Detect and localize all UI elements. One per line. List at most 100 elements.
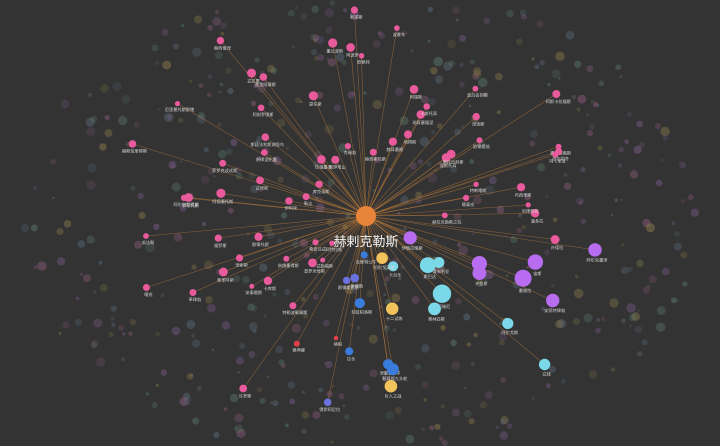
- graph-node[interactable]: [218, 267, 228, 277]
- graph-node[interactable]: [235, 254, 244, 262]
- graph-node[interactable]: [174, 101, 181, 107]
- graph-node[interactable]: [308, 258, 317, 268]
- graph-node[interactable]: [517, 183, 526, 192]
- background-node: [614, 198, 619, 202]
- center-node-group[interactable]: 赫剌克勒斯: [333, 206, 399, 250]
- graph-node[interactable]: [473, 181, 479, 187]
- graph-node[interactable]: [331, 155, 340, 164]
- graph-node[interactable]: [315, 180, 323, 188]
- graph-node[interactable]: [419, 257, 436, 274]
- graph-node[interactable]: [323, 398, 332, 407]
- graph-node[interactable]: [345, 347, 354, 356]
- graph-node[interactable]: [249, 283, 255, 289]
- graph-node[interactable]: [514, 269, 532, 287]
- graph-node[interactable]: [328, 38, 338, 48]
- graph-node-label: 伊俄勒: [350, 282, 363, 289]
- graph-node[interactable]: [376, 252, 388, 264]
- graph-node[interactable]: [360, 251, 368, 259]
- graph-node[interactable]: [369, 148, 377, 156]
- graph-node[interactable]: [344, 143, 351, 150]
- graph-node[interactable]: [285, 197, 293, 205]
- graph-node[interactable]: [333, 335, 339, 341]
- graph-node[interactable]: [527, 254, 544, 270]
- graph-node[interactable]: [329, 240, 335, 246]
- graph-node[interactable]: [394, 25, 400, 31]
- background-node: [157, 107, 161, 111]
- graph-node[interactable]: [216, 188, 226, 198]
- graph-node[interactable]: [530, 209, 540, 218]
- graph-node[interactable]: [463, 194, 470, 201]
- graph-node[interactable]: [312, 239, 319, 246]
- graph-node[interactable]: [538, 358, 551, 371]
- graph-node[interactable]: [472, 85, 479, 92]
- graph-node[interactable]: [502, 317, 514, 330]
- graph-node[interactable]: [472, 266, 487, 280]
- graph-node[interactable]: [308, 91, 318, 101]
- graph-node[interactable]: [189, 289, 197, 296]
- graph-node[interactable]: [128, 140, 137, 148]
- graph-node[interactable]: [588, 243, 602, 257]
- graph-node[interactable]: [320, 257, 326, 263]
- graph-node[interactable]: [388, 137, 397, 146]
- graph-node[interactable]: [416, 110, 426, 119]
- background-node: [383, 293, 387, 297]
- graph-node[interactable]: [239, 384, 248, 393]
- graph-node[interactable]: [261, 133, 270, 141]
- graph-node[interactable]: [283, 255, 290, 262]
- graph-node[interactable]: [433, 257, 445, 268]
- graph-node[interactable]: [358, 53, 365, 59]
- graph-node[interactable]: [386, 363, 399, 376]
- center-node[interactable]: [356, 206, 376, 226]
- background-node: [100, 83, 109, 93]
- graph-node[interactable]: [404, 130, 412, 139]
- graph-node[interactable]: [142, 284, 150, 291]
- graph-node[interactable]: [403, 231, 417, 245]
- graph-node[interactable]: [384, 379, 398, 393]
- graph-node[interactable]: [546, 293, 560, 308]
- graph-node[interactable]: [219, 159, 227, 167]
- graph-node[interactable]: [346, 43, 355, 52]
- graph-node[interactable]: [263, 276, 273, 285]
- graph-node[interactable]: [293, 340, 300, 347]
- graph-node-label: 忒勒福斯: [316, 263, 334, 270]
- graph-node[interactable]: [472, 112, 480, 121]
- graph-node[interactable]: [214, 234, 222, 242]
- graph-node[interactable]: [423, 103, 431, 110]
- graph-node[interactable]: [259, 73, 268, 81]
- graph-node[interactable]: [354, 298, 365, 309]
- graph-node[interactable]: [432, 284, 452, 303]
- graph-node[interactable]: [525, 202, 531, 208]
- graph-node[interactable]: [302, 193, 310, 201]
- edge: [365, 151, 559, 217]
- graph-node[interactable]: [289, 302, 297, 310]
- graph-node[interactable]: [256, 176, 264, 185]
- edge: [312, 215, 367, 264]
- edge: [258, 215, 367, 238]
- graph-node[interactable]: [386, 302, 399, 315]
- graph-node[interactable]: [261, 149, 268, 156]
- graph-node[interactable]: [350, 6, 358, 14]
- graph-node[interactable]: [143, 233, 149, 239]
- graph-node[interactable]: [342, 276, 351, 284]
- graph-node[interactable]: [180, 194, 188, 201]
- graph-node[interactable]: [409, 85, 419, 94]
- graph-node[interactable]: [555, 143, 562, 150]
- graph-node[interactable]: [350, 273, 360, 283]
- graph-node[interactable]: [257, 104, 265, 112]
- background-node: [85, 117, 95, 127]
- graph-node[interactable]: [247, 68, 256, 78]
- graph-node[interactable]: [552, 90, 561, 98]
- graph-node[interactable]: [441, 212, 448, 219]
- graph-node[interactable]: [550, 235, 560, 244]
- graph-node[interactable]: [446, 149, 456, 159]
- graph-node[interactable]: [254, 232, 263, 241]
- graph-node[interactable]: [552, 151, 559, 158]
- graph-node[interactable]: [428, 302, 441, 316]
- graph-node[interactable]: [317, 155, 326, 164]
- graph-node[interactable]: [476, 137, 483, 144]
- background-node: [539, 60, 545, 66]
- graph-node[interactable]: [388, 261, 399, 272]
- graph-node[interactable]: [216, 36, 225, 45]
